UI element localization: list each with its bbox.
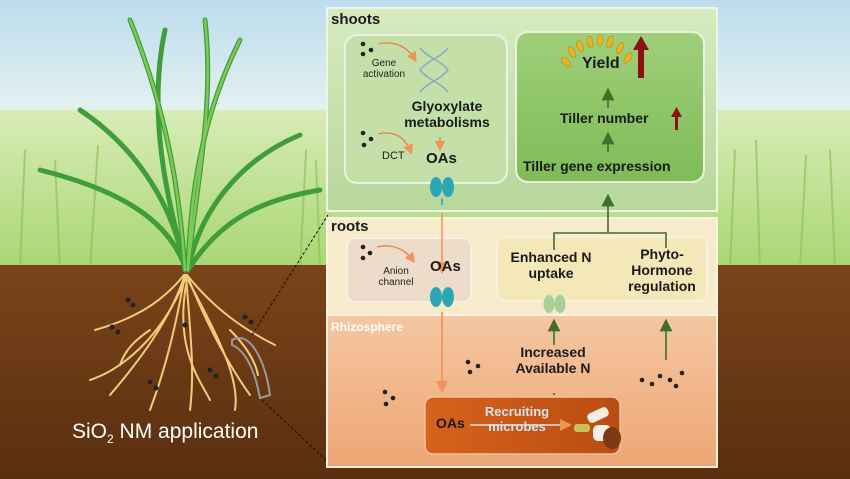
application-label: SiO2 NM application <box>72 420 258 446</box>
roots-left-panel <box>346 237 472 303</box>
application-label-main: SiO <box>72 420 108 443</box>
nanoparticle-dots <box>360 41 685 407</box>
zoom-line-top <box>251 214 329 336</box>
n-transporter <box>543 295 566 313</box>
shoots-left-panel <box>344 34 508 184</box>
tiller-up-arrow <box>671 107 682 130</box>
microbe-icons <box>574 407 621 449</box>
grass-blades <box>19 139 836 271</box>
roots-right-panel <box>496 236 708 302</box>
application-label-sub: 2 <box>107 432 114 447</box>
rice-grain-icon <box>560 33 633 68</box>
zoom-line-bottom <box>261 399 329 463</box>
glyoxylate-label: Glyoxylate metabolisms <box>404 98 490 130</box>
dna-icon <box>419 47 449 93</box>
enhanced-n-label: Enhanced N uptake <box>510 249 592 281</box>
increased-n-label: Increased Available N <box>515 344 591 376</box>
soil-nanoparticles <box>109 297 254 391</box>
phyto-hormone-label: Phyto-Hormone regulation <box>628 246 696 294</box>
dct-label: DCT <box>382 150 405 162</box>
recruiting-microbes-label: Recruiting microbes <box>484 404 550 434</box>
application-label-rest: NM application <box>113 420 259 443</box>
rhizosphere-title: Rhizosphere <box>331 320 404 334</box>
tiller-number-label: Tiller number <box>560 110 649 126</box>
root-zoom-region <box>231 337 272 400</box>
roots-title: roots <box>331 218 369 235</box>
roots-oas-label: OAs <box>430 258 461 275</box>
shoots-title: shoots <box>331 11 381 28</box>
green-arrows <box>547 87 673 395</box>
gene-activation-label: Gene activation <box>362 58 406 80</box>
ion-channel-roots <box>430 287 454 307</box>
ion-channel-shoots <box>430 177 454 205</box>
orange-curve-arrows <box>376 42 417 264</box>
anion-channel-label: Anion channel <box>378 266 414 288</box>
yield-label: Yield <box>582 55 620 72</box>
tiller-gene-label: Tiller gene expression <box>523 158 671 174</box>
yield-up-arrow <box>633 36 649 78</box>
microbes-oas-label: OAs <box>436 415 465 431</box>
rice-plant-leaves-light <box>128 18 242 272</box>
shoots-oas-label: OAs <box>426 150 457 167</box>
shoots-yield-panel <box>515 31 705 183</box>
plant-roots <box>89 274 276 411</box>
